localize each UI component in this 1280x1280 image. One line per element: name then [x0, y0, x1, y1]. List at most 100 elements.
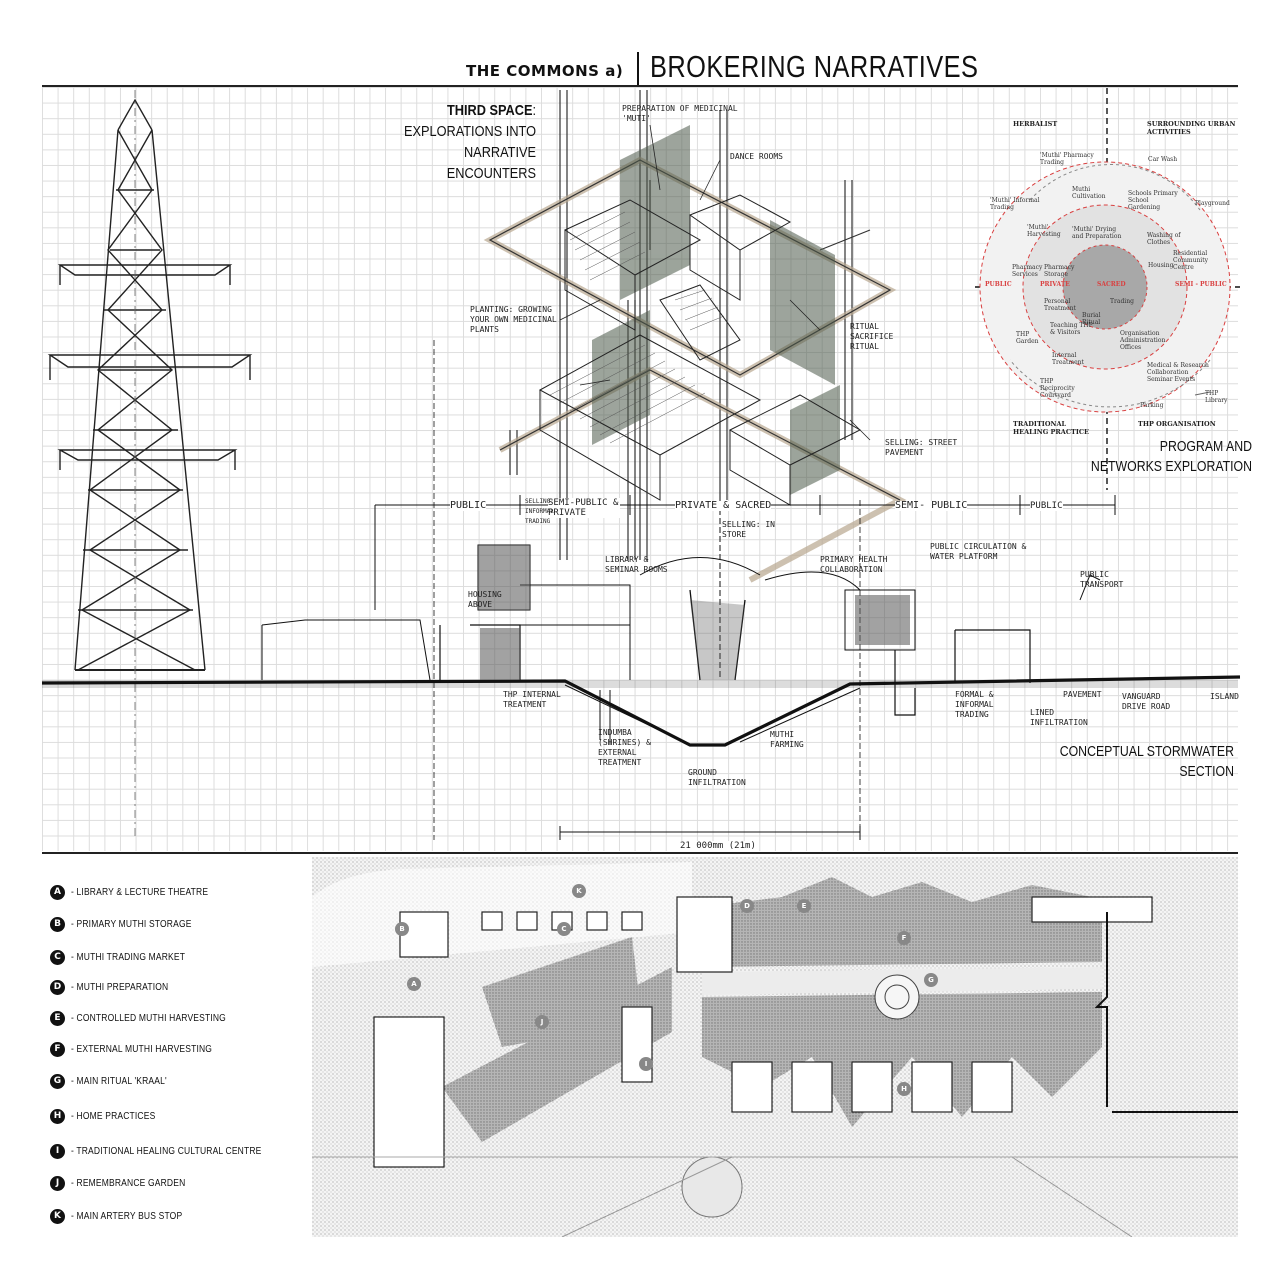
note-thp-treatment: THP INTERNAL TREATMENT	[503, 690, 561, 709]
plan-marker-c: C	[557, 922, 571, 936]
network-item: THP Reciprocity Courtyard	[1040, 378, 1075, 399]
network-item: Trading	[1110, 298, 1134, 305]
axon-note-ritual: RITUAL SACRIFICE RITUAL	[850, 322, 894, 351]
network-item: Burial Ritual	[1082, 312, 1101, 326]
legend-label: - EXTERNAL MUTHI HARVESTING	[71, 1043, 213, 1055]
plan-marker-h: H	[897, 1082, 911, 1096]
legend-badge: K	[50, 1208, 65, 1224]
legend-item-h: H - HOME PRACTICES	[50, 1106, 170, 1126]
network-item: Pharmacy Services	[1012, 264, 1043, 278]
zone-semi-public: SEMI- PUBLIC	[895, 500, 968, 511]
note-pavement: PAVEMENT	[1063, 690, 1102, 699]
plan-marker-b: B	[395, 922, 409, 936]
legend-label: - MAIN RITUAL 'KRAAL'	[71, 1075, 167, 1087]
legend-badge: I	[50, 1143, 65, 1159]
legend-item-i: I - TRADITIONAL HEALING CULTURAL CENTRE	[50, 1141, 295, 1161]
pylon-tower	[47, 98, 253, 671]
legend-label: - HOME PRACTICES	[71, 1110, 156, 1122]
third-space-label: THIRD SPACE: EXPLORATIONS INTO NARRATIVE…	[403, 100, 536, 184]
legend-item-g: G - MAIN RITUAL 'KRAAL'	[50, 1071, 184, 1091]
network-quadrant-thp: TRADITIONAL HEALING PRACTICE	[1013, 420, 1090, 436]
plan-marker-i: I	[639, 1057, 653, 1071]
zone-public-right: PUBLIC	[1030, 501, 1063, 511]
legend-item-b: B - PRIMARY MUTHI STORAGE	[50, 914, 213, 934]
middle-rule	[42, 852, 1238, 854]
legend-badge: C	[50, 949, 65, 965]
legend-item-f: F - EXTERNAL MUTHI HARVESTING	[50, 1039, 237, 1059]
network-item: THP Library	[1205, 390, 1228, 404]
legend-item-d: D - MUTHI PREPARATION	[50, 977, 186, 997]
legend-label: - MAIN ARTERY BUS STOP	[71, 1210, 183, 1222]
legend-label: - TRADITIONAL HEALING CULTURAL CENTRE	[71, 1145, 262, 1157]
legend-badge: D	[50, 979, 65, 995]
network-diagram	[975, 88, 1240, 490]
network-axis-public: PUBLIC	[985, 281, 1012, 288]
network-item: Washing of Clothes	[1147, 232, 1181, 246]
network-item: 'Muthi' Informal Trading	[990, 197, 1040, 211]
plan-marker-e: E	[797, 899, 811, 913]
axon-hatching	[549, 211, 725, 444]
legend-label: - PRIMARY MUTHI STORAGE	[71, 918, 192, 930]
plan-marker-g: G	[924, 973, 938, 987]
network-item: Schools Primary School Gardening	[1128, 190, 1178, 211]
note-health: PRIMARY HEALTH COLLABORATION	[820, 555, 888, 574]
program-caption-line-1: PROGRAM AND	[1159, 438, 1252, 455]
plan-marker-d: D	[740, 899, 754, 913]
note-vanguard: VANGUARD DRIVE ROAD	[1122, 692, 1171, 711]
network-item: Teaching THP & Visitors	[1050, 322, 1093, 336]
third-space-colon: :	[532, 102, 536, 119]
title-the-commons: THE COMMONS a)	[466, 62, 624, 80]
top-rule	[42, 85, 1238, 87]
third-space-line-2: NARRATIVE	[463, 144, 536, 161]
network-item: Pharmacy Storage	[1044, 264, 1075, 278]
sketch-drawing	[41, 88, 1241, 840]
legend-badge: H	[50, 1108, 65, 1124]
network-item: Muthi Cultivation	[1072, 186, 1106, 200]
program-networks-caption: PROGRAM AND NETWORKS EXPLORATION	[1086, 437, 1252, 477]
legend-badge: B	[50, 916, 65, 932]
third-space-line-1: EXPLORATIONS INTO	[403, 123, 536, 140]
network-item: Car Wash	[1148, 156, 1178, 163]
legend-item-j: J- REMEMBRANCE GARDEN	[50, 1173, 206, 1193]
legend-badge: F	[50, 1041, 65, 1057]
legend-badge: E	[50, 1010, 65, 1026]
axon-note-selling: SELLING: STREET PAVEMENT	[885, 438, 958, 457]
note-ground-infiltration: GROUND INFILTRATION	[688, 768, 746, 787]
network-item: Medical & Research Collaboration Seminar…	[1147, 362, 1209, 383]
note-indumba: INDUMBA (SHRINES) & EXTERNAL TREATMENT	[598, 728, 651, 767]
network-item: THP Garden	[1016, 331, 1039, 345]
network-item: 'Muthi' Drying and Preparation	[1072, 226, 1122, 240]
network-axis-sacred: SACRED	[1097, 281, 1126, 288]
network-axis-private: PRIVATE	[1040, 281, 1070, 288]
legend-label: - CONTROLLED MUTHI HARVESTING	[71, 1012, 226, 1024]
network-item: Internal Treatment	[1052, 352, 1084, 366]
network-quadrant-herbalist: HERBALIST	[1013, 120, 1058, 128]
third-space-line-3: ENCOUNTERS	[446, 165, 536, 182]
plan-marker-a: A	[407, 977, 421, 991]
title-separator	[637, 52, 639, 86]
note-housing: HOUSING ABOVE	[468, 590, 502, 609]
note-formal-trading: FORMAL & INFORMAL TRADING	[955, 690, 994, 719]
plan-marker-j: J	[535, 1015, 549, 1029]
network-item: Parking	[1140, 402, 1164, 409]
note-lined-infiltration: LINED INFILTRATION	[1030, 708, 1088, 727]
section-scale-label: 21 000mm (21m)	[680, 841, 756, 851]
legend-badge: J	[50, 1175, 65, 1191]
network-item: Residential Community Centre	[1173, 250, 1209, 271]
legend-label: - MUTHI PREPARATION	[71, 981, 169, 993]
zone-private-sacred: PRIVATE & SACRED	[675, 500, 772, 511]
note-transport: PUBLIC TRANSPORT	[1080, 570, 1124, 589]
legend-item-a: A- LIBRARY & LECTURE THEATRE	[50, 882, 232, 902]
note-selling-informal: SELLING: INFORMAL TRADING	[525, 498, 554, 525]
zone-public-left: PUBLIC	[450, 500, 487, 511]
network-item: Playground	[1195, 200, 1230, 207]
legend-item-k: K - MAIN ARTERY BUS STOP	[50, 1206, 202, 1226]
site-plan-drawing	[312, 857, 1238, 1237]
legend-badge: G	[50, 1073, 65, 1089]
network-item: 'Muthi' Pharmacy Trading	[1040, 152, 1094, 166]
plan-marker-k: K	[572, 884, 586, 898]
zone-semi-public-private: SEMI-PUBLIC & PRIVATE	[548, 498, 620, 518]
title-brokering-narratives: BROKERING NARRATIVES	[650, 49, 979, 84]
network-item: 'Muthi' Harvesting	[1027, 224, 1061, 238]
network-item: Personal Treatment	[1044, 298, 1076, 312]
